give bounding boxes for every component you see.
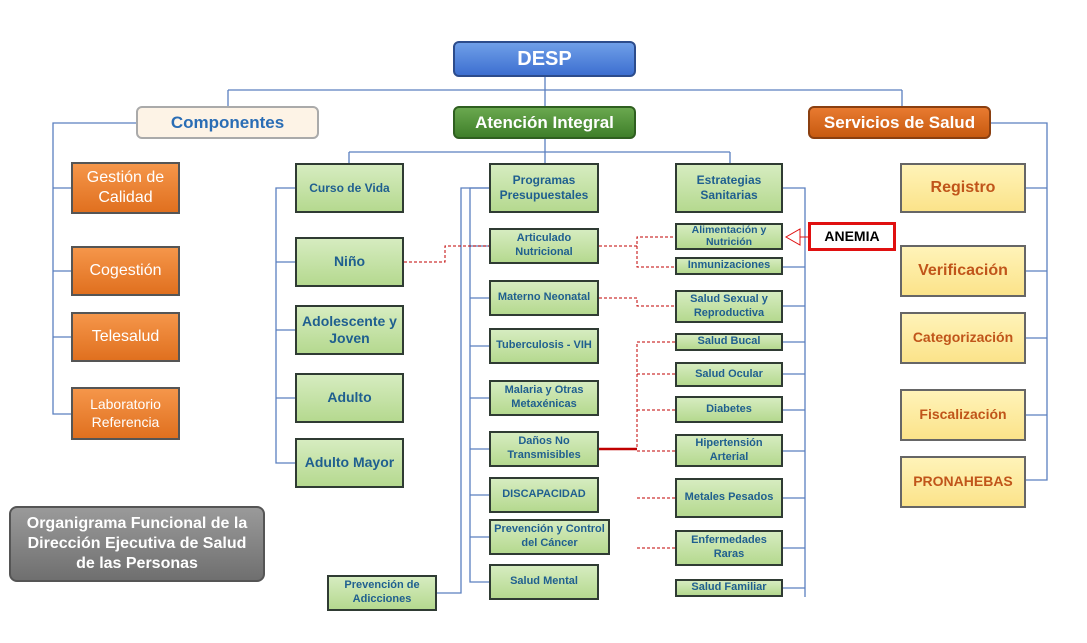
programa-adicciones[interactable]: Prevención de Adicciones bbox=[327, 575, 437, 611]
programa-articulado[interactable]: Articulado Nutricional bbox=[489, 228, 599, 264]
diagram-title: Organigrama Funcional de la Dirección Ej… bbox=[9, 506, 265, 582]
servicio-categorizacion[interactable]: Categorización bbox=[900, 312, 1026, 364]
estrategia-salud-ocular[interactable]: Salud Ocular bbox=[675, 362, 783, 387]
estrategia-diabetes[interactable]: Diabetes bbox=[675, 396, 783, 423]
atencion-integral-header[interactable]: Atención Integral bbox=[453, 106, 636, 139]
servicio-verificacion[interactable]: Verificación bbox=[900, 245, 1026, 297]
programa-tuberculosis[interactable]: Tuberculosis - VIH bbox=[489, 328, 599, 364]
programa-cancer[interactable]: Prevención y Control del Cáncer bbox=[489, 519, 610, 555]
desp-box[interactable]: DESP bbox=[453, 41, 636, 77]
programa-discapacidad[interactable]: DISCAPACIDAD bbox=[489, 477, 599, 513]
curso-adolescente[interactable]: Adolescente y Joven bbox=[295, 305, 404, 355]
estrategias-sanitarias[interactable]: Estrategias Sanitarias bbox=[675, 163, 783, 213]
componentes-header[interactable]: Componentes bbox=[136, 106, 319, 139]
curso-nino[interactable]: Niño bbox=[295, 237, 404, 287]
estrategia-salud-familiar[interactable]: Salud Familiar bbox=[675, 579, 783, 597]
estrategia-inmunizaciones[interactable]: Inmunizaciones bbox=[675, 257, 783, 275]
estrategia-salud-sexual[interactable]: Salud Sexual y Reproductiva bbox=[675, 290, 783, 323]
programa-materno[interactable]: Materno Neonatal bbox=[489, 280, 599, 316]
estrategia-alimentacion[interactable]: Alimentación y Nutrición bbox=[675, 223, 783, 250]
curso-de-vida[interactable]: Curso de Vida bbox=[295, 163, 404, 213]
servicio-registro[interactable]: Registro bbox=[900, 163, 1026, 213]
programa-salud-mental[interactable]: Salud Mental bbox=[489, 564, 599, 600]
curso-adulto[interactable]: Adulto bbox=[295, 373, 404, 423]
componente-telesalud[interactable]: Telesalud bbox=[71, 312, 180, 362]
componente-cogestion[interactable]: Cogestión bbox=[71, 246, 180, 296]
estrategia-enfermedades-raras[interactable]: Enfermedades Raras bbox=[675, 530, 783, 566]
programa-danos[interactable]: Daños No Transmisibles bbox=[489, 431, 599, 467]
programas-presupuestales[interactable]: Programas Presupuestales bbox=[489, 163, 599, 213]
estrategia-metales[interactable]: Metales Pesados bbox=[675, 478, 783, 518]
estrategia-hipertension[interactable]: Hipertensión Arterial bbox=[675, 434, 783, 467]
servicio-fiscalizacion[interactable]: Fiscalización bbox=[900, 389, 1026, 441]
estrategia-salud-bucal[interactable]: Salud Bucal bbox=[675, 333, 783, 351]
servicios-salud-header[interactable]: Servicios de Salud bbox=[808, 106, 991, 139]
servicio-pronahebas[interactable]: PRONAHEBAS bbox=[900, 456, 1026, 508]
anemia-highlight: ANEMIA bbox=[808, 222, 896, 251]
componente-laboratorio[interactable]: Laboratorio Referencia bbox=[71, 387, 180, 440]
curso-adulto-mayor[interactable]: Adulto Mayor bbox=[295, 438, 404, 488]
programa-malaria[interactable]: Malaria y Otras Metaxénicas bbox=[489, 380, 599, 416]
componente-gestion-calidad[interactable]: Gestión de Calidad bbox=[71, 162, 180, 214]
